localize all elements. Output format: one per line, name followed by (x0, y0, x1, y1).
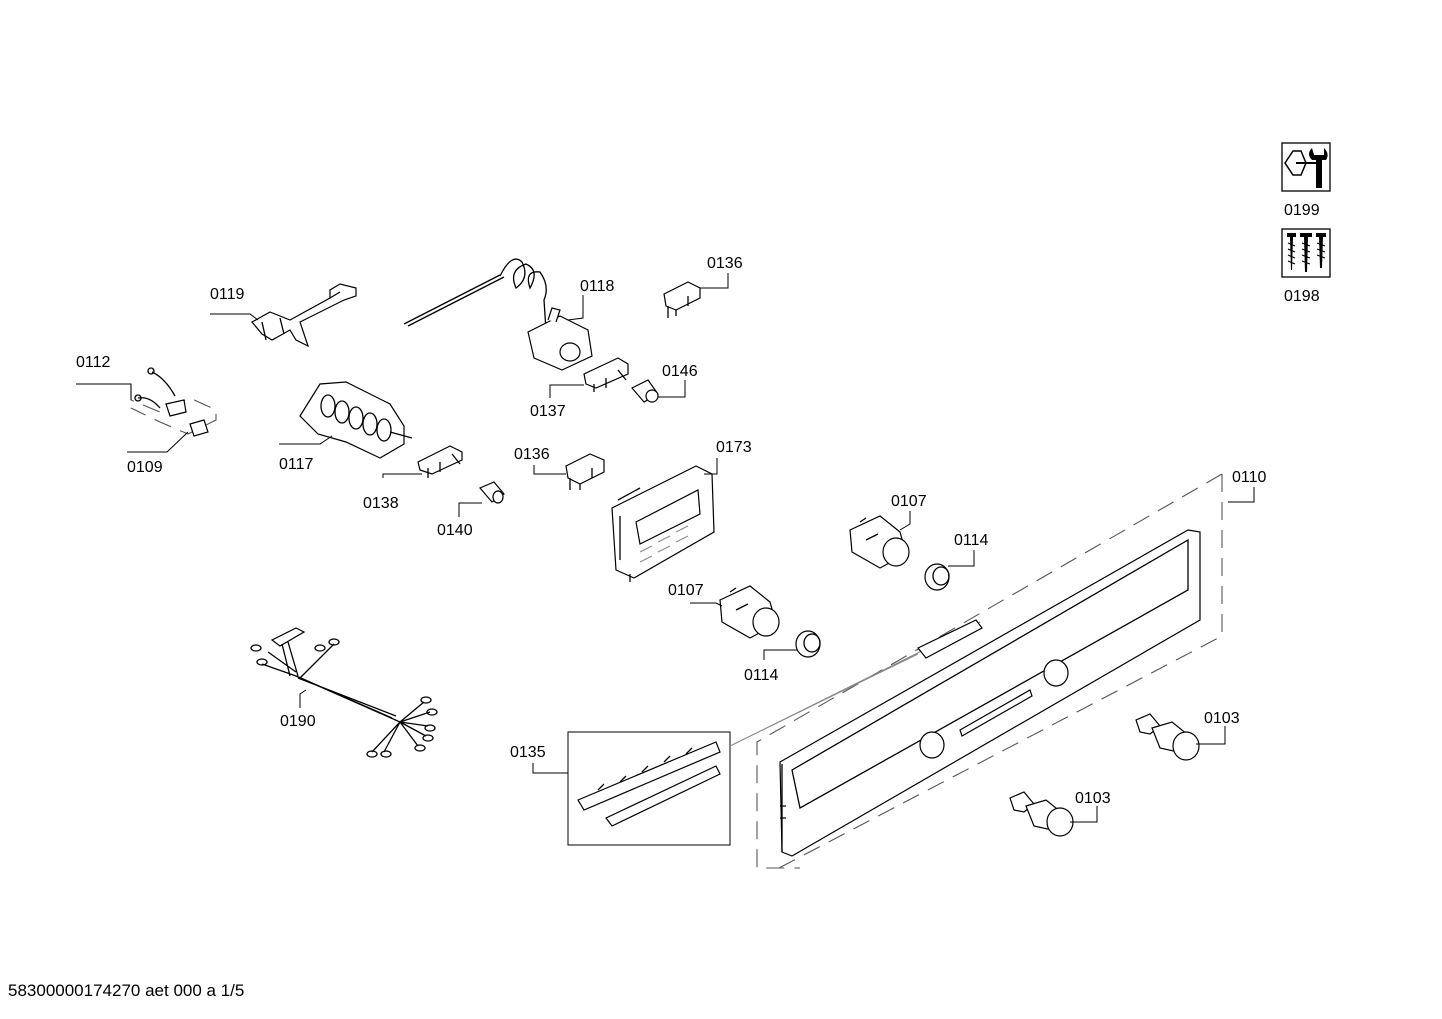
leader-0112 (76, 383, 132, 400)
label-0135: 0135 (510, 744, 546, 761)
part-0107-encoder-upper (849, 515, 910, 569)
part-0136-holder-mid (565, 453, 605, 490)
label-0199: 0199 (1284, 202, 1320, 219)
leader-0110 (1228, 487, 1255, 503)
part-0117-rotary-switch (299, 381, 413, 459)
part-0146-lamp (631, 379, 659, 403)
part-0173-module (611, 465, 715, 582)
label-0117: 0117 (279, 456, 314, 473)
part-0137-clip (583, 357, 629, 392)
leader-0109 (127, 431, 189, 453)
part-0103-knob-left (1009, 791, 1074, 837)
label-0190: 0190 (280, 713, 316, 730)
part-0138-clip (417, 445, 463, 478)
label-0109: 0109 (127, 459, 163, 476)
leader-0136-mid (533, 465, 566, 475)
leader-0117 (279, 435, 333, 445)
leader-0140 (458, 502, 482, 517)
label-0198: 0198 (1284, 288, 1320, 305)
part-0119-bracket (251, 283, 357, 348)
label-0110: 0110 (1232, 469, 1267, 486)
label-0107-upper: 0107 (891, 493, 927, 510)
leader-0114-lower (763, 649, 798, 660)
leader-0107-lower (690, 602, 723, 607)
leader-0103-right (1196, 726, 1226, 745)
part-0135-key-strip (567, 619, 983, 846)
label-0107-lower: 0107 (668, 582, 704, 599)
part-0107-encoder-lower (719, 585, 780, 639)
label-0114-lower: 0114 (744, 667, 779, 684)
part-0140-lamp (479, 481, 505, 504)
leader-0173 (704, 458, 718, 475)
part-0190-wiring-harness (250, 627, 438, 758)
leader-0103-left (1070, 806, 1098, 823)
label-0140: 0140 (437, 522, 473, 539)
part-0112-sensor (130, 367, 217, 437)
leader-0136-top (700, 273, 729, 289)
leader-0107-upper (899, 511, 911, 531)
label-0103-right: 0103 (1204, 710, 1240, 727)
leader-0146 (658, 380, 686, 398)
leader-0190 (299, 689, 307, 708)
leader-0138 (382, 473, 422, 478)
part-0110-control-panel (756, 473, 1223, 869)
leader-0114-upper (948, 550, 975, 567)
part-0103-knob-right (1135, 713, 1200, 761)
leader-0137 (549, 384, 584, 398)
label-0114-upper: 0114 (954, 532, 989, 549)
drawing-number: 58300000174270 aet 000 a 1/5 (8, 981, 245, 1000)
label-0146: 0146 (662, 363, 698, 380)
label-0103-left: 0103 (1075, 790, 1111, 807)
leader-0135 (532, 763, 568, 774)
tool-wrench-icon (1281, 142, 1331, 192)
label-0136-mid: 0136 (514, 446, 550, 463)
label-0119: 0119 (210, 286, 245, 303)
part-0118-thermostat (403, 258, 593, 371)
part-0114-ring-upper (924, 563, 950, 591)
label-0137: 0137 (530, 403, 566, 420)
screws-icon (1281, 228, 1331, 278)
label-0173: 0173 (716, 439, 752, 456)
label-0112: 0112 (76, 354, 111, 371)
part-0114-ring-lower (795, 630, 821, 658)
part-0136-holder-top (663, 281, 701, 318)
leader-0118 (567, 295, 584, 321)
label-0118: 0118 (580, 278, 615, 295)
label-0138: 0138 (363, 495, 399, 512)
label-0136-top: 0136 (707, 255, 743, 272)
leader-0119 (210, 313, 259, 321)
